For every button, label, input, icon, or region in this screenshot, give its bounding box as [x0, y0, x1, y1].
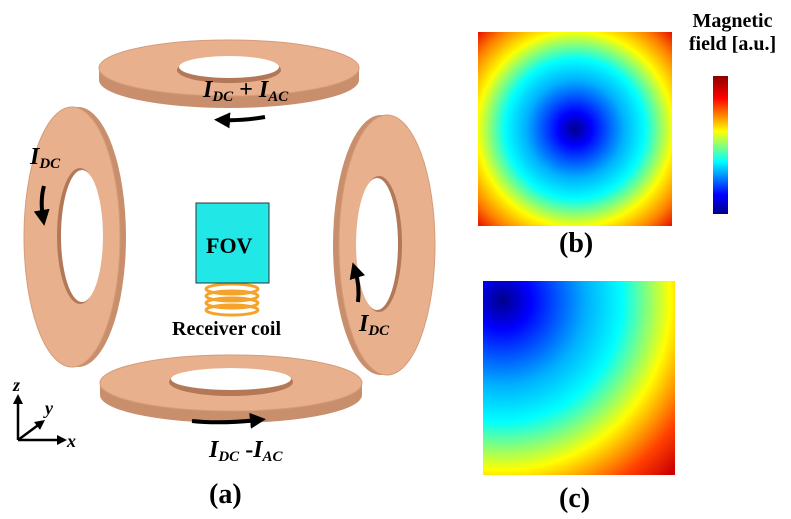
left-coil: [23, 106, 126, 368]
field-map-b: [478, 32, 672, 226]
colorbar-title: Magnetic field [a.u.]: [675, 10, 790, 56]
axis-y-label: y: [45, 398, 53, 418]
fov-label: FOV: [206, 233, 253, 258]
left-current-arrow: [33, 185, 50, 226]
bottom-coil: [99, 354, 363, 423]
top-current-arrow: [214, 112, 266, 129]
receiver-coil-label: Receiver coil: [172, 318, 282, 340]
right-current-label: IDC: [359, 311, 390, 339]
bottom-current-label: IDC -IAC: [209, 437, 283, 465]
colorbar-title-line1: Magnetic: [692, 10, 773, 32]
fov-box: [195, 202, 270, 284]
receiver-coil-icon: [204, 282, 260, 317]
colorbar-title-line2: field [a.u.]: [688, 33, 777, 55]
axis-z-label: z: [13, 375, 21, 395]
right-current-arrow: [349, 262, 366, 303]
field-map-c: [483, 281, 675, 475]
right-coil: [333, 114, 436, 376]
axes-icon: [13, 394, 67, 445]
top-coil: [98, 39, 360, 108]
left-current-label: IDC: [30, 144, 61, 172]
panel-label-b: (b): [559, 228, 594, 259]
panel-label-c: (c): [559, 483, 591, 514]
colorbar: [713, 76, 728, 214]
top-current-label: IDC + IAC: [203, 77, 289, 105]
panel-label-a: (a): [209, 479, 242, 510]
bottom-current-arrow: [191, 412, 266, 429]
axis-x-label: x: [67, 431, 76, 451]
